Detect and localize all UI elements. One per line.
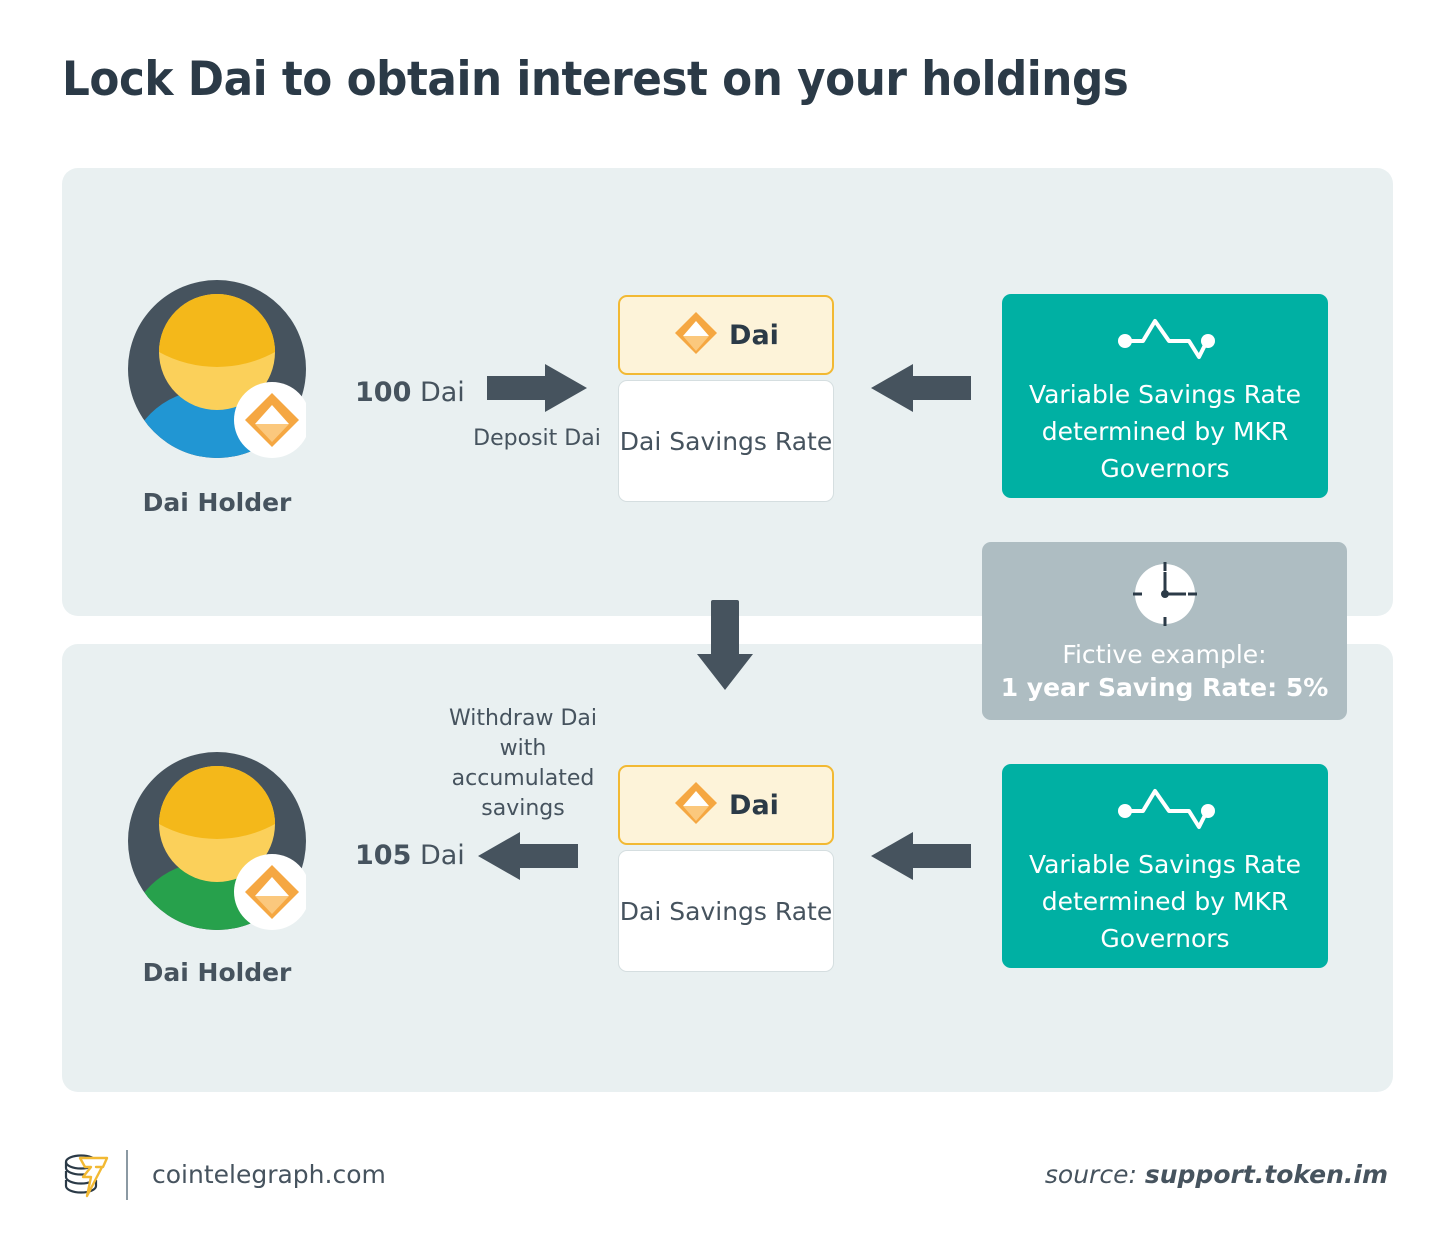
dai-savings-rate-card-bottom: Dai Savings Rate bbox=[618, 850, 834, 972]
dai-badge-top: Dai bbox=[618, 295, 834, 375]
teal-card-label-top: Variable Savings Rate determined by MKR … bbox=[1028, 380, 1302, 483]
footer-divider bbox=[126, 1150, 128, 1200]
dai-badge-label-top: Dai bbox=[729, 319, 779, 351]
dai-badge-bottom: Dai bbox=[618, 765, 834, 845]
arrow-right-deposit-icon bbox=[487, 364, 587, 412]
footer-site-label: cointelegraph.com bbox=[152, 1160, 386, 1189]
cointelegraph-logo-icon bbox=[62, 1150, 110, 1202]
clock-icon bbox=[1129, 558, 1201, 634]
variable-savings-rate-card-bottom: Variable Savings Rate determined by MKR … bbox=[1002, 764, 1328, 968]
arrow-left-rate-bottom-icon bbox=[871, 832, 971, 880]
arrow-down-flow-icon bbox=[697, 600, 753, 690]
amount-value-bottom: 105 bbox=[355, 840, 412, 871]
variable-savings-rate-card-top: Variable Savings Rate determined by MKR … bbox=[1002, 294, 1328, 498]
avatar-label-top: Dai Holder bbox=[142, 488, 292, 517]
fictive-example-card: Fictive example: 1 year Saving Rate: 5% bbox=[982, 542, 1347, 720]
pulse-line-icon bbox=[1113, 316, 1217, 366]
fictive-example-line1: Fictive example: bbox=[1062, 640, 1267, 669]
dai-savings-rate-card-top: Dai Savings Rate bbox=[618, 380, 834, 502]
arrow-left-rate-top-icon bbox=[871, 364, 971, 412]
amount-unit-top: Dai bbox=[419, 377, 465, 408]
arrow-left-withdraw-icon bbox=[478, 832, 578, 880]
caption-deposit: Deposit Dai bbox=[473, 426, 601, 451]
fictive-example-line2: 1 year Saving Rate: 5% bbox=[1000, 673, 1329, 702]
dai-diamond-icon bbox=[673, 780, 719, 830]
dai-diamond-icon bbox=[673, 310, 719, 360]
avatar-dai-holder-bottom bbox=[128, 752, 310, 930]
pulse-line-icon bbox=[1113, 786, 1217, 836]
dai-badge-label-bottom: Dai bbox=[729, 789, 779, 821]
page-title: Lock Dai to obtain interest on your hold… bbox=[62, 52, 1129, 107]
amount-value-top: 100 bbox=[355, 377, 412, 408]
avatar-label-bottom: Dai Holder bbox=[142, 958, 292, 987]
footer-source-prefix: source: bbox=[1044, 1160, 1145, 1189]
teal-card-label-bottom: Variable Savings Rate determined by MKR … bbox=[1028, 850, 1302, 953]
footer-source: source: support.token.im bbox=[1045, 1160, 1388, 1189]
caption-withdraw: Withdraw Dai with accumulated savings bbox=[449, 706, 597, 821]
footer-source-value: support.token.im bbox=[1144, 1160, 1388, 1189]
amount-unit-bottom: Dai bbox=[419, 840, 465, 871]
amount-top: 100 Dai bbox=[355, 377, 465, 408]
amount-bottom: 105 Dai bbox=[355, 840, 465, 871]
avatar-dai-holder-top bbox=[128, 280, 310, 458]
